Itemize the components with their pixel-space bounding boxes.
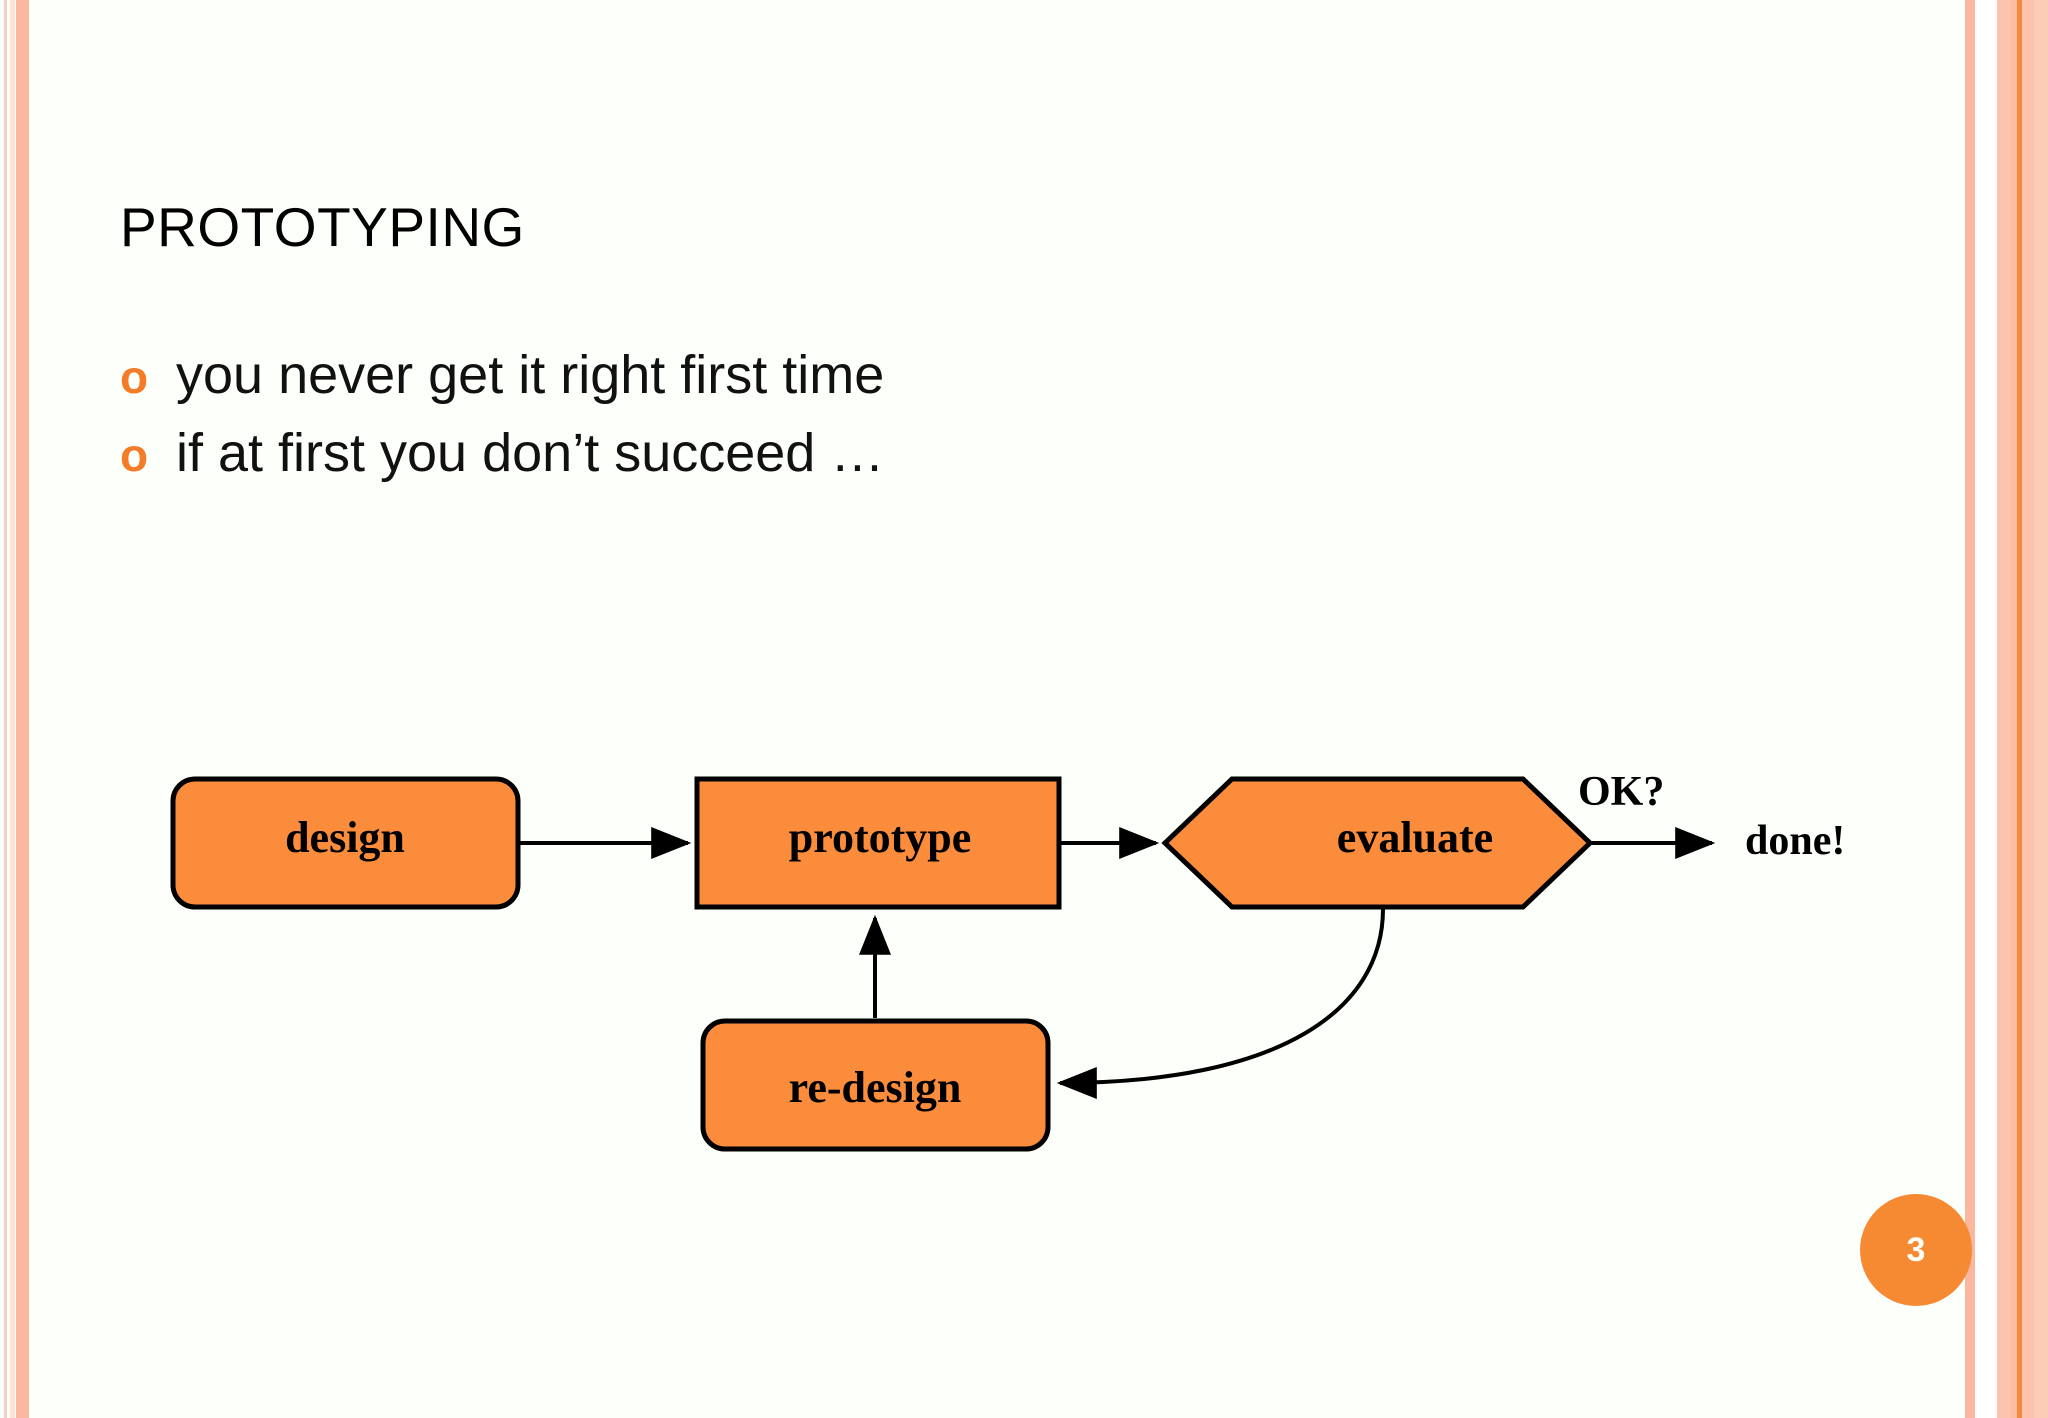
edge-label-ok: OK? — [1578, 769, 1665, 815]
node-prototype-label: prototype — [788, 813, 972, 862]
page-number-label: 3 — [1906, 1230, 1926, 1269]
right-border-stripe-7 — [2034, 0, 2048, 1418]
bullet-list: o you never get it right first time o if… — [120, 340, 1520, 496]
left-border-stripe-1 — [4, 0, 7, 1418]
right-border-stripe-6 — [2022, 0, 2034, 1418]
list-item-label: you never get it right first time — [176, 345, 885, 405]
terminal-label-done: done! — [1745, 818, 1846, 864]
page-title: PROTOTYPING — [120, 196, 525, 258]
edge-evaluate-to-redesign — [1056, 908, 1385, 1099]
right-border-stripe-2 — [1975, 0, 1997, 1418]
list-item: o you never get it right first time — [120, 340, 1520, 410]
left-border-stripe-3 — [16, 0, 29, 1418]
page-number-badge: 3 — [1860, 1194, 1972, 1306]
right-border-stripe-4 — [2011, 0, 2017, 1418]
right-border-stripe-1 — [1965, 0, 1975, 1418]
left-border-stripe-2 — [10, 0, 15, 1418]
list-item: o if at first you don’t succeed … — [120, 418, 1520, 488]
node-redesign-label: re-design — [788, 1063, 962, 1112]
list-item-label: if at first you don’t succeed … — [176, 423, 885, 484]
node-evaluate-label: evaluate — [1336, 813, 1494, 862]
right-border-stripe-3 — [1997, 0, 2011, 1418]
node-design-label: design — [285, 813, 405, 862]
bullet-marker-icon: o — [120, 351, 149, 403]
right-border-stripe-5 — [2017, 0, 2022, 1418]
bullet-marker-icon: o — [120, 429, 149, 482]
